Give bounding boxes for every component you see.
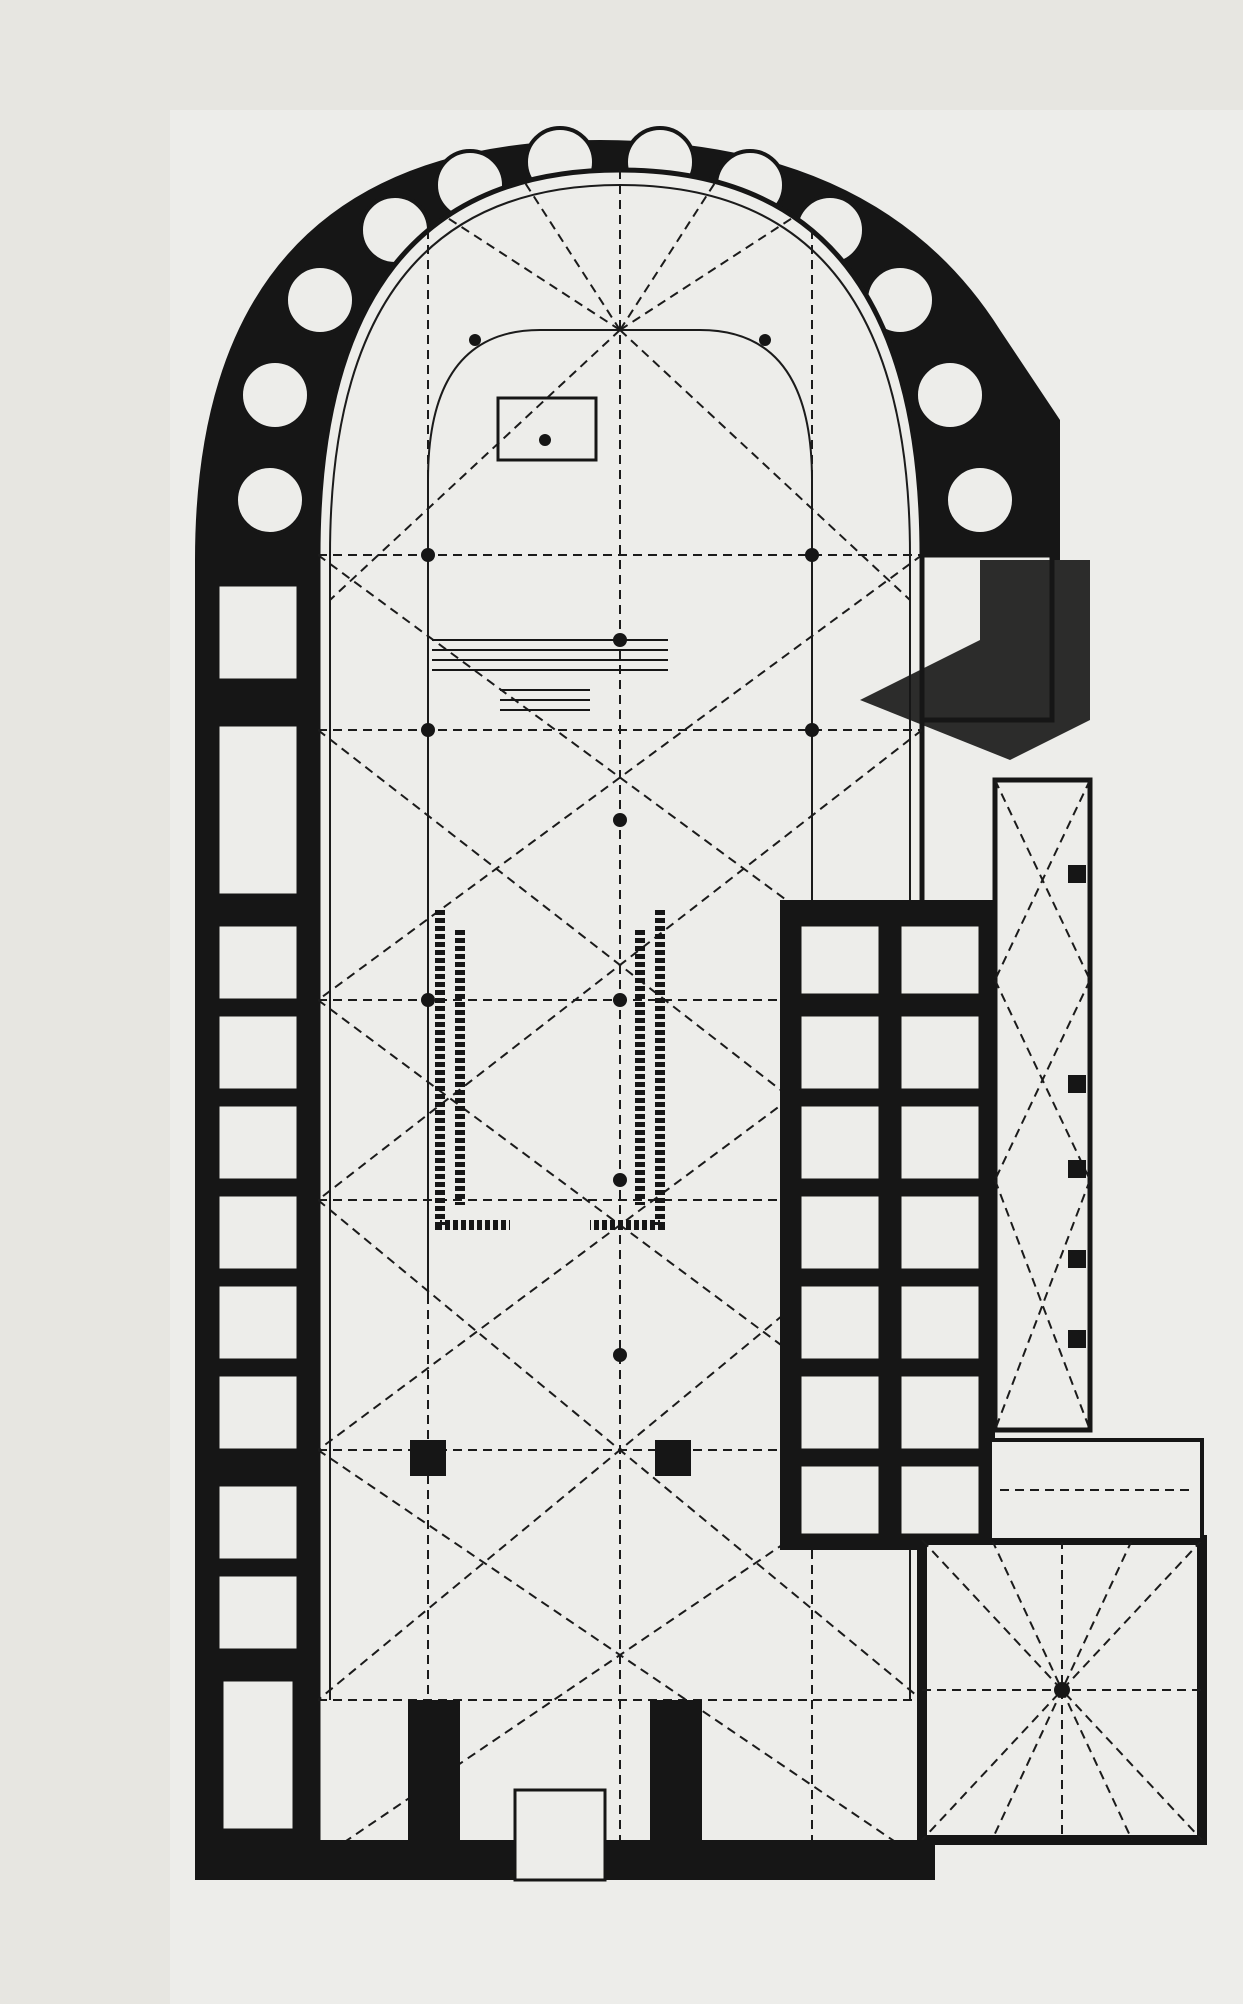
choir-steps xyxy=(432,639,668,711)
right-aisle xyxy=(780,552,1093,1550)
choir-stalls xyxy=(435,910,665,1230)
left-chapels xyxy=(195,560,318,1880)
main-portal xyxy=(513,1788,607,1882)
altar xyxy=(496,396,598,462)
sacristy-wing xyxy=(917,1438,1207,1845)
west-front xyxy=(195,1700,935,1882)
piers xyxy=(410,334,819,1476)
nave-and-choir xyxy=(315,167,925,1863)
